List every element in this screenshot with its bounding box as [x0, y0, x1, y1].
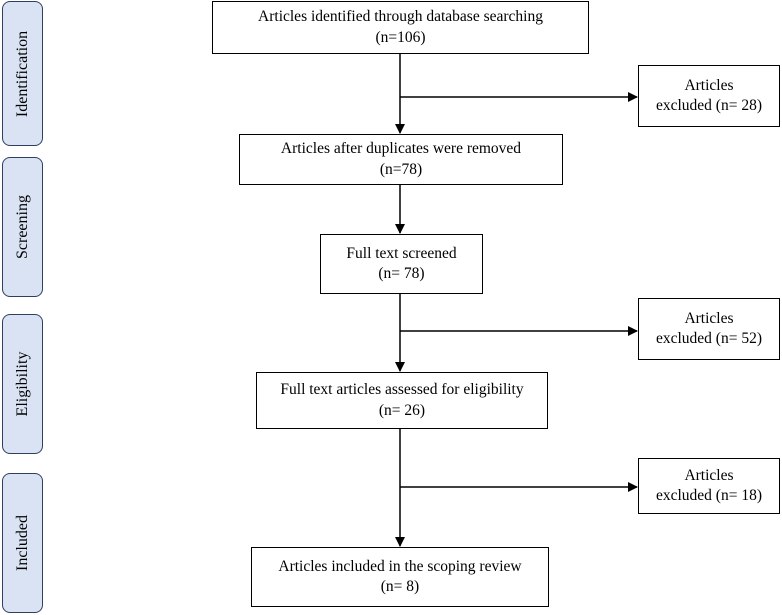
box-screened: Full text screened (n= 78) [320, 234, 483, 294]
box-assessed: Full text articles assessed for eligibil… [256, 372, 548, 429]
phase-eligibility: Eligibility [2, 314, 43, 454]
phase-screening: Screening [2, 157, 43, 297]
box-text: Articles after duplicates were removed [280, 140, 522, 158]
box-count: (n=78) [379, 160, 423, 178]
phase-label: Eligibility [13, 351, 31, 417]
box-count: (n= 26) [378, 401, 426, 419]
box-count: (n= 8) [380, 578, 420, 595]
box-excluded-1: Articles excluded (n= 28) [638, 65, 780, 127]
box-identified: Articles identified through database sea… [212, 1, 589, 54]
box-text: Full text screened [346, 244, 457, 262]
box-count: (n= 78) [378, 265, 425, 282]
box-text: Articles [684, 76, 734, 94]
box-included: Articles included in the scoping review … [251, 547, 549, 607]
box-count: excluded (n= 52) [655, 330, 762, 347]
box-excluded-2: Articles excluded (n= 52) [638, 298, 780, 360]
box-count: excluded (n= 18) [655, 487, 762, 504]
box-excluded-3: Articles excluded (n= 18) [638, 458, 780, 514]
phase-label: Included [13, 515, 31, 571]
phase-label: Identification [13, 30, 31, 117]
box-deduplicated: Articles after duplicates were removed (… [239, 134, 563, 185]
box-count: (n=106) [375, 28, 426, 46]
phase-included: Included [2, 473, 43, 613]
phase-identification: Identification [2, 1, 43, 146]
phase-label: Screening [13, 195, 31, 259]
box-text: Full text articles assessed for eligibil… [280, 381, 524, 399]
box-text: Articles included in the scoping review [278, 557, 522, 575]
box-text: Articles [684, 309, 734, 327]
box-text: Articles [684, 466, 734, 484]
box-text: Articles identified through database sea… [258, 8, 543, 26]
box-count: excluded (n= 28) [655, 97, 762, 114]
